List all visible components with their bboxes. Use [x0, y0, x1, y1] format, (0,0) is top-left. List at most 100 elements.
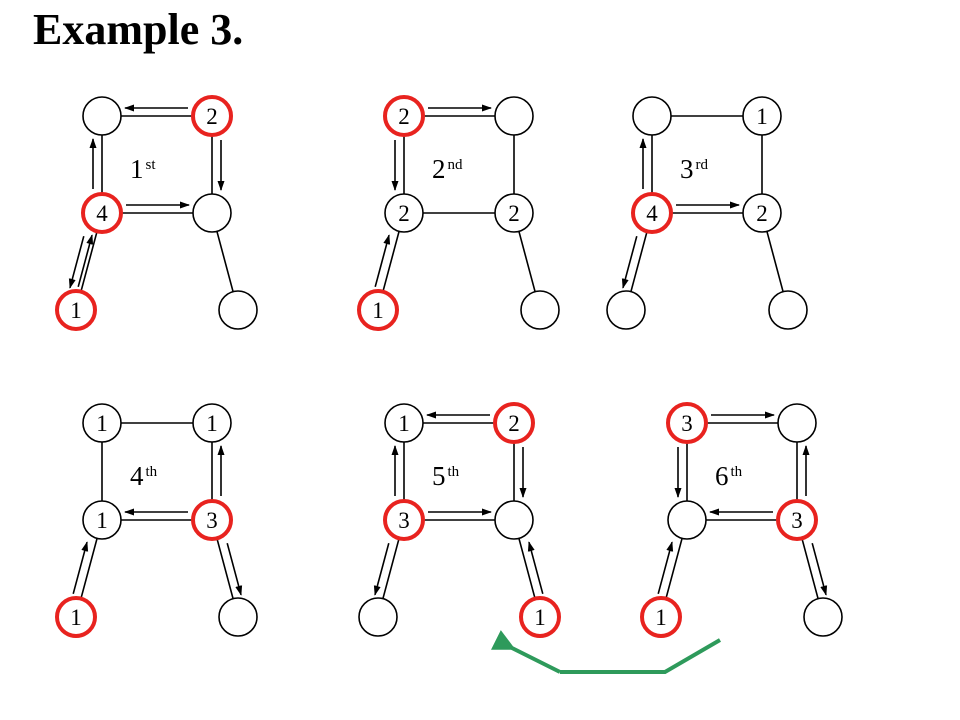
step-number: 5: [432, 461, 446, 491]
graph-node: [384, 193, 424, 233]
graph-node: [82, 403, 122, 443]
graph-node: [357, 289, 399, 331]
node-value: 3: [206, 508, 218, 533]
node-value: 4: [96, 201, 108, 226]
graph-node: [218, 597, 258, 637]
graph-node: [777, 403, 817, 443]
graph-node: [494, 500, 534, 540]
node-value: 1: [398, 411, 410, 436]
node-value: 2: [398, 104, 410, 129]
graph-node: [384, 403, 424, 443]
message-arrow: [226, 542, 243, 596]
graph-node: [358, 597, 398, 637]
step-ordinal-suffix: th: [146, 464, 158, 480]
graph-edge: [801, 538, 819, 599]
graph-node: [493, 402, 535, 444]
message-arrow: [77, 234, 94, 288]
node-value: 1: [372, 298, 384, 323]
graph-node: [667, 500, 707, 540]
step-number: 3: [680, 154, 694, 184]
graph-edge: [518, 538, 536, 599]
message-arrow: [373, 542, 390, 596]
graph-node: [55, 289, 97, 331]
graph-node: [82, 96, 122, 136]
node-value: 2: [508, 411, 520, 436]
step-ordinal-suffix: th: [448, 464, 460, 480]
node-value: 4: [646, 201, 658, 226]
node-value: 3: [681, 411, 693, 436]
node-value: 2: [756, 201, 768, 226]
node-value: 3: [791, 508, 803, 533]
graph-node: [776, 499, 818, 541]
graph-node: [494, 96, 534, 136]
message-arrow: [657, 541, 674, 595]
node-value: 1: [70, 605, 82, 630]
graph-node: [191, 95, 233, 137]
step-ordinal-suffix: rd: [696, 157, 709, 173]
graph-edge: [766, 231, 784, 292]
step-ordinal-suffix: st: [146, 157, 157, 173]
graph-node: [519, 596, 561, 638]
node-value: 2: [508, 201, 520, 226]
graph-node: [191, 499, 233, 541]
step-number: 6: [715, 461, 729, 491]
node-value: 1: [96, 411, 108, 436]
graph-edge: [80, 231, 98, 292]
graph-node: [383, 95, 425, 137]
graph-node: [82, 500, 122, 540]
node-value: 1: [655, 605, 667, 630]
graph-edge: [216, 538, 234, 599]
message-arrow: [72, 541, 89, 595]
page-title: Example 3.: [33, 5, 244, 54]
graph-edge: [216, 231, 234, 292]
graph-edge: [382, 538, 400, 599]
step-ordinal-suffix: th: [731, 464, 743, 480]
message-arrow: [621, 235, 638, 289]
graph-node: [383, 499, 425, 541]
graph-node: [742, 96, 782, 136]
graph-node: [192, 403, 232, 443]
step-ordinal-suffix: nd: [448, 157, 464, 173]
node-value: 1: [70, 298, 82, 323]
transition-arrow: [490, 630, 722, 674]
graph-edge: [80, 538, 98, 599]
message-arrow: [68, 235, 85, 289]
graph-node: [768, 290, 808, 330]
node-value: 2: [206, 104, 218, 129]
graph-node: [666, 402, 708, 444]
graph-edge: [665, 538, 683, 599]
graph-node: [494, 193, 534, 233]
node-value: 1: [534, 605, 546, 630]
step-number: 1: [130, 154, 144, 184]
graph-node: [631, 192, 673, 234]
step-number: 4: [130, 461, 144, 491]
node-value: 3: [398, 508, 410, 533]
message-arrow: [527, 541, 544, 595]
graph-edge: [630, 231, 648, 292]
graph-node: [640, 596, 682, 638]
graph-node: [192, 193, 232, 233]
node-value: 2: [398, 201, 410, 226]
graph-node: [803, 597, 843, 637]
graph-node: [55, 596, 97, 638]
graph-node: [218, 290, 258, 330]
node-value: 1: [756, 104, 768, 129]
step-number: 2: [432, 154, 446, 184]
graph-node: [606, 290, 646, 330]
graph-node: [520, 290, 560, 330]
graph-node: [632, 96, 672, 136]
node-value: 1: [96, 508, 108, 533]
graph-edge: [518, 231, 536, 292]
